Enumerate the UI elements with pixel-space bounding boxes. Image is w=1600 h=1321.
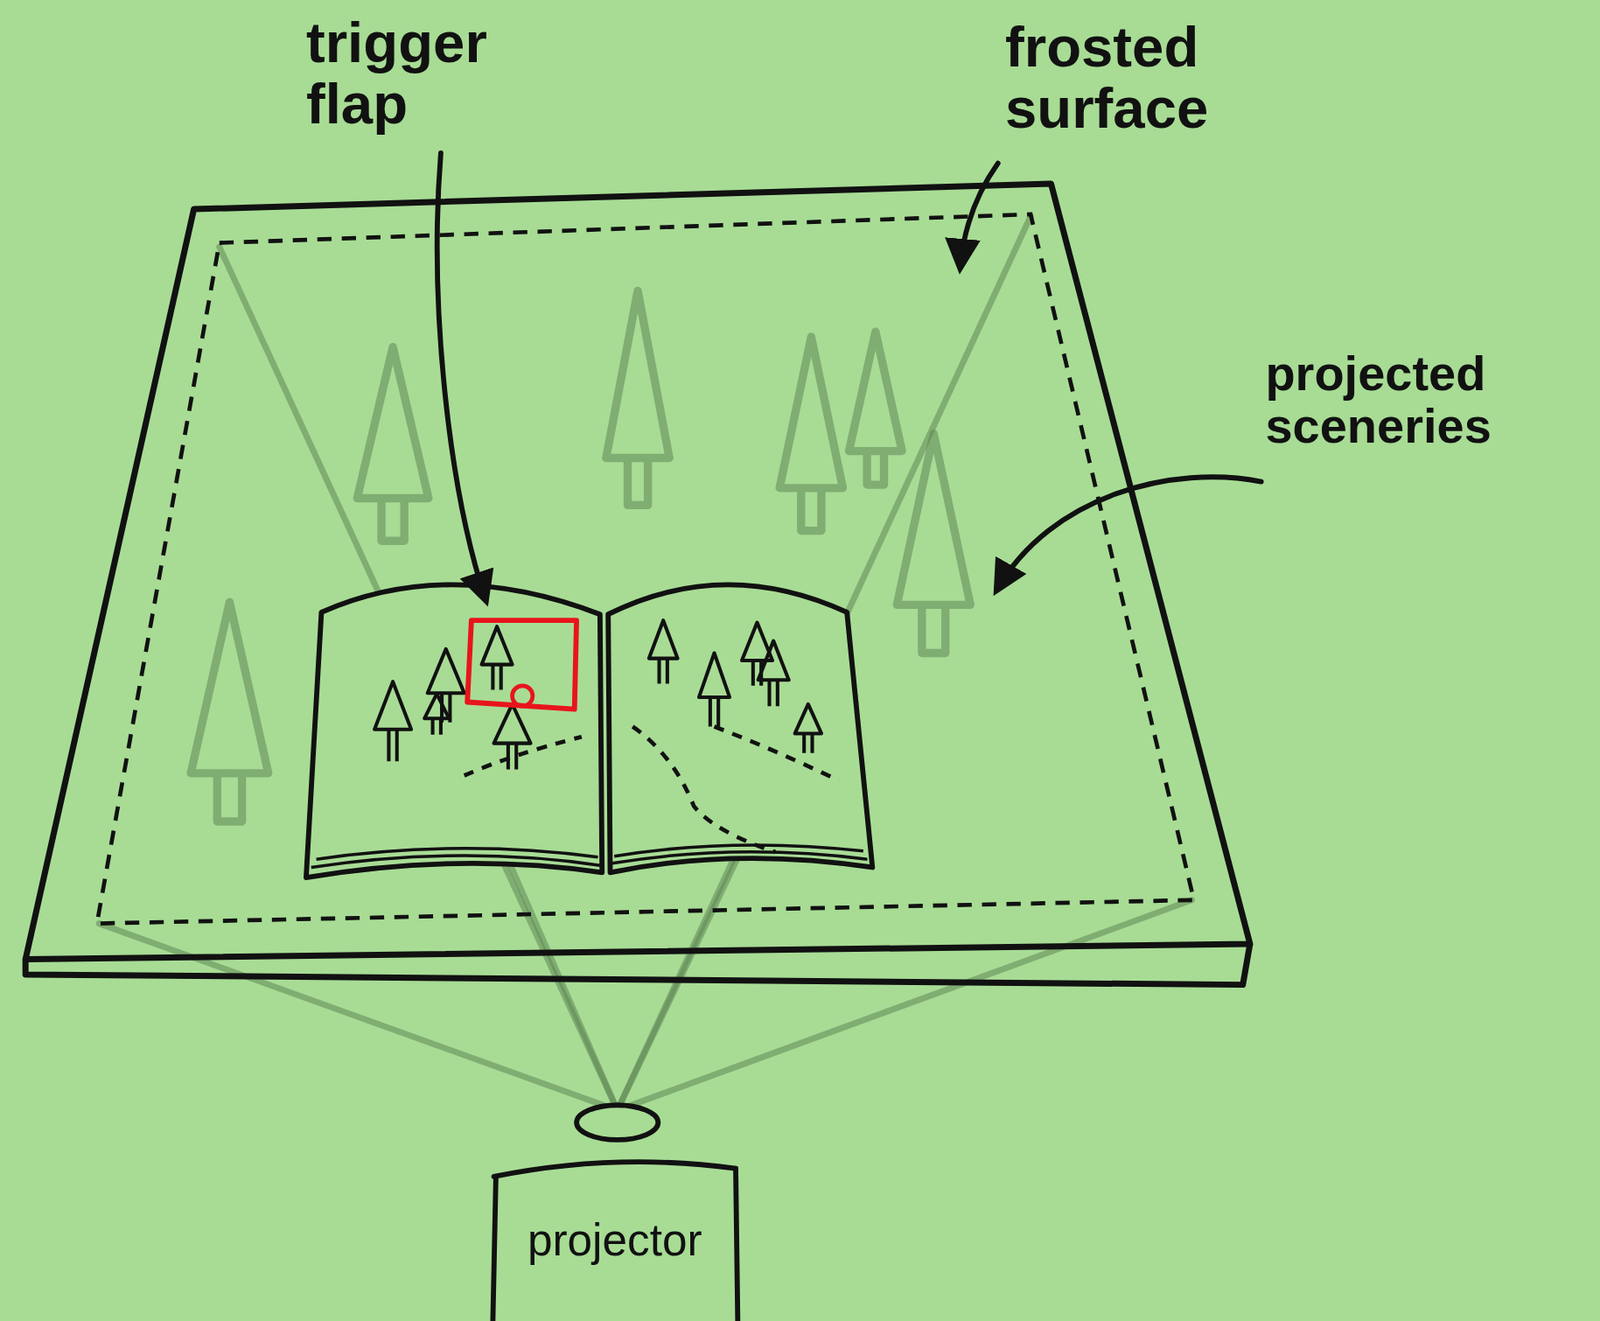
projected-tree	[356, 347, 429, 542]
page-edge	[614, 845, 864, 857]
projected-tree	[896, 433, 971, 654]
projected-tree	[606, 290, 670, 505]
book-tree	[795, 704, 822, 754]
leader-lines	[437, 153, 1262, 601]
page-edge	[311, 855, 601, 867]
frosted-surface-frame	[25, 183, 1251, 986]
projector-box: projector	[489, 1158, 741, 1321]
book-tree	[482, 626, 513, 690]
node-text: projector	[503, 1214, 726, 1265]
leader-arrow	[437, 153, 486, 601]
frame-thickness	[25, 943, 1251, 986]
leader-arrow	[960, 163, 999, 268]
page-edge	[612, 852, 868, 864]
trigger-flap-outline	[467, 620, 577, 709]
callout-label: trigger flap	[306, 12, 562, 136]
trail	[632, 726, 776, 853]
book-tree	[649, 620, 678, 684]
book	[306, 584, 873, 878]
book-tree	[424, 693, 449, 735]
projector-lens	[576, 1104, 658, 1140]
book-tree	[374, 681, 412, 762]
frame-outline	[25, 183, 1251, 960]
callout-label: projected sceneries	[1264, 347, 1572, 454]
frosted-area-dashes	[97, 214, 1195, 924]
leader-arrow	[997, 476, 1262, 590]
book-left-page	[306, 584, 602, 878]
book-tree	[494, 704, 532, 770]
trigger-flap-tab	[512, 685, 533, 706]
projected-tree	[190, 601, 269, 822]
callout-label: frosted surface	[1005, 16, 1332, 140]
projected-tree	[779, 336, 843, 532]
projected-tree	[848, 331, 902, 485]
book-tree	[758, 641, 790, 707]
page-edge	[316, 848, 599, 860]
book-right-page	[607, 584, 873, 873]
book-tree	[698, 653, 730, 727]
